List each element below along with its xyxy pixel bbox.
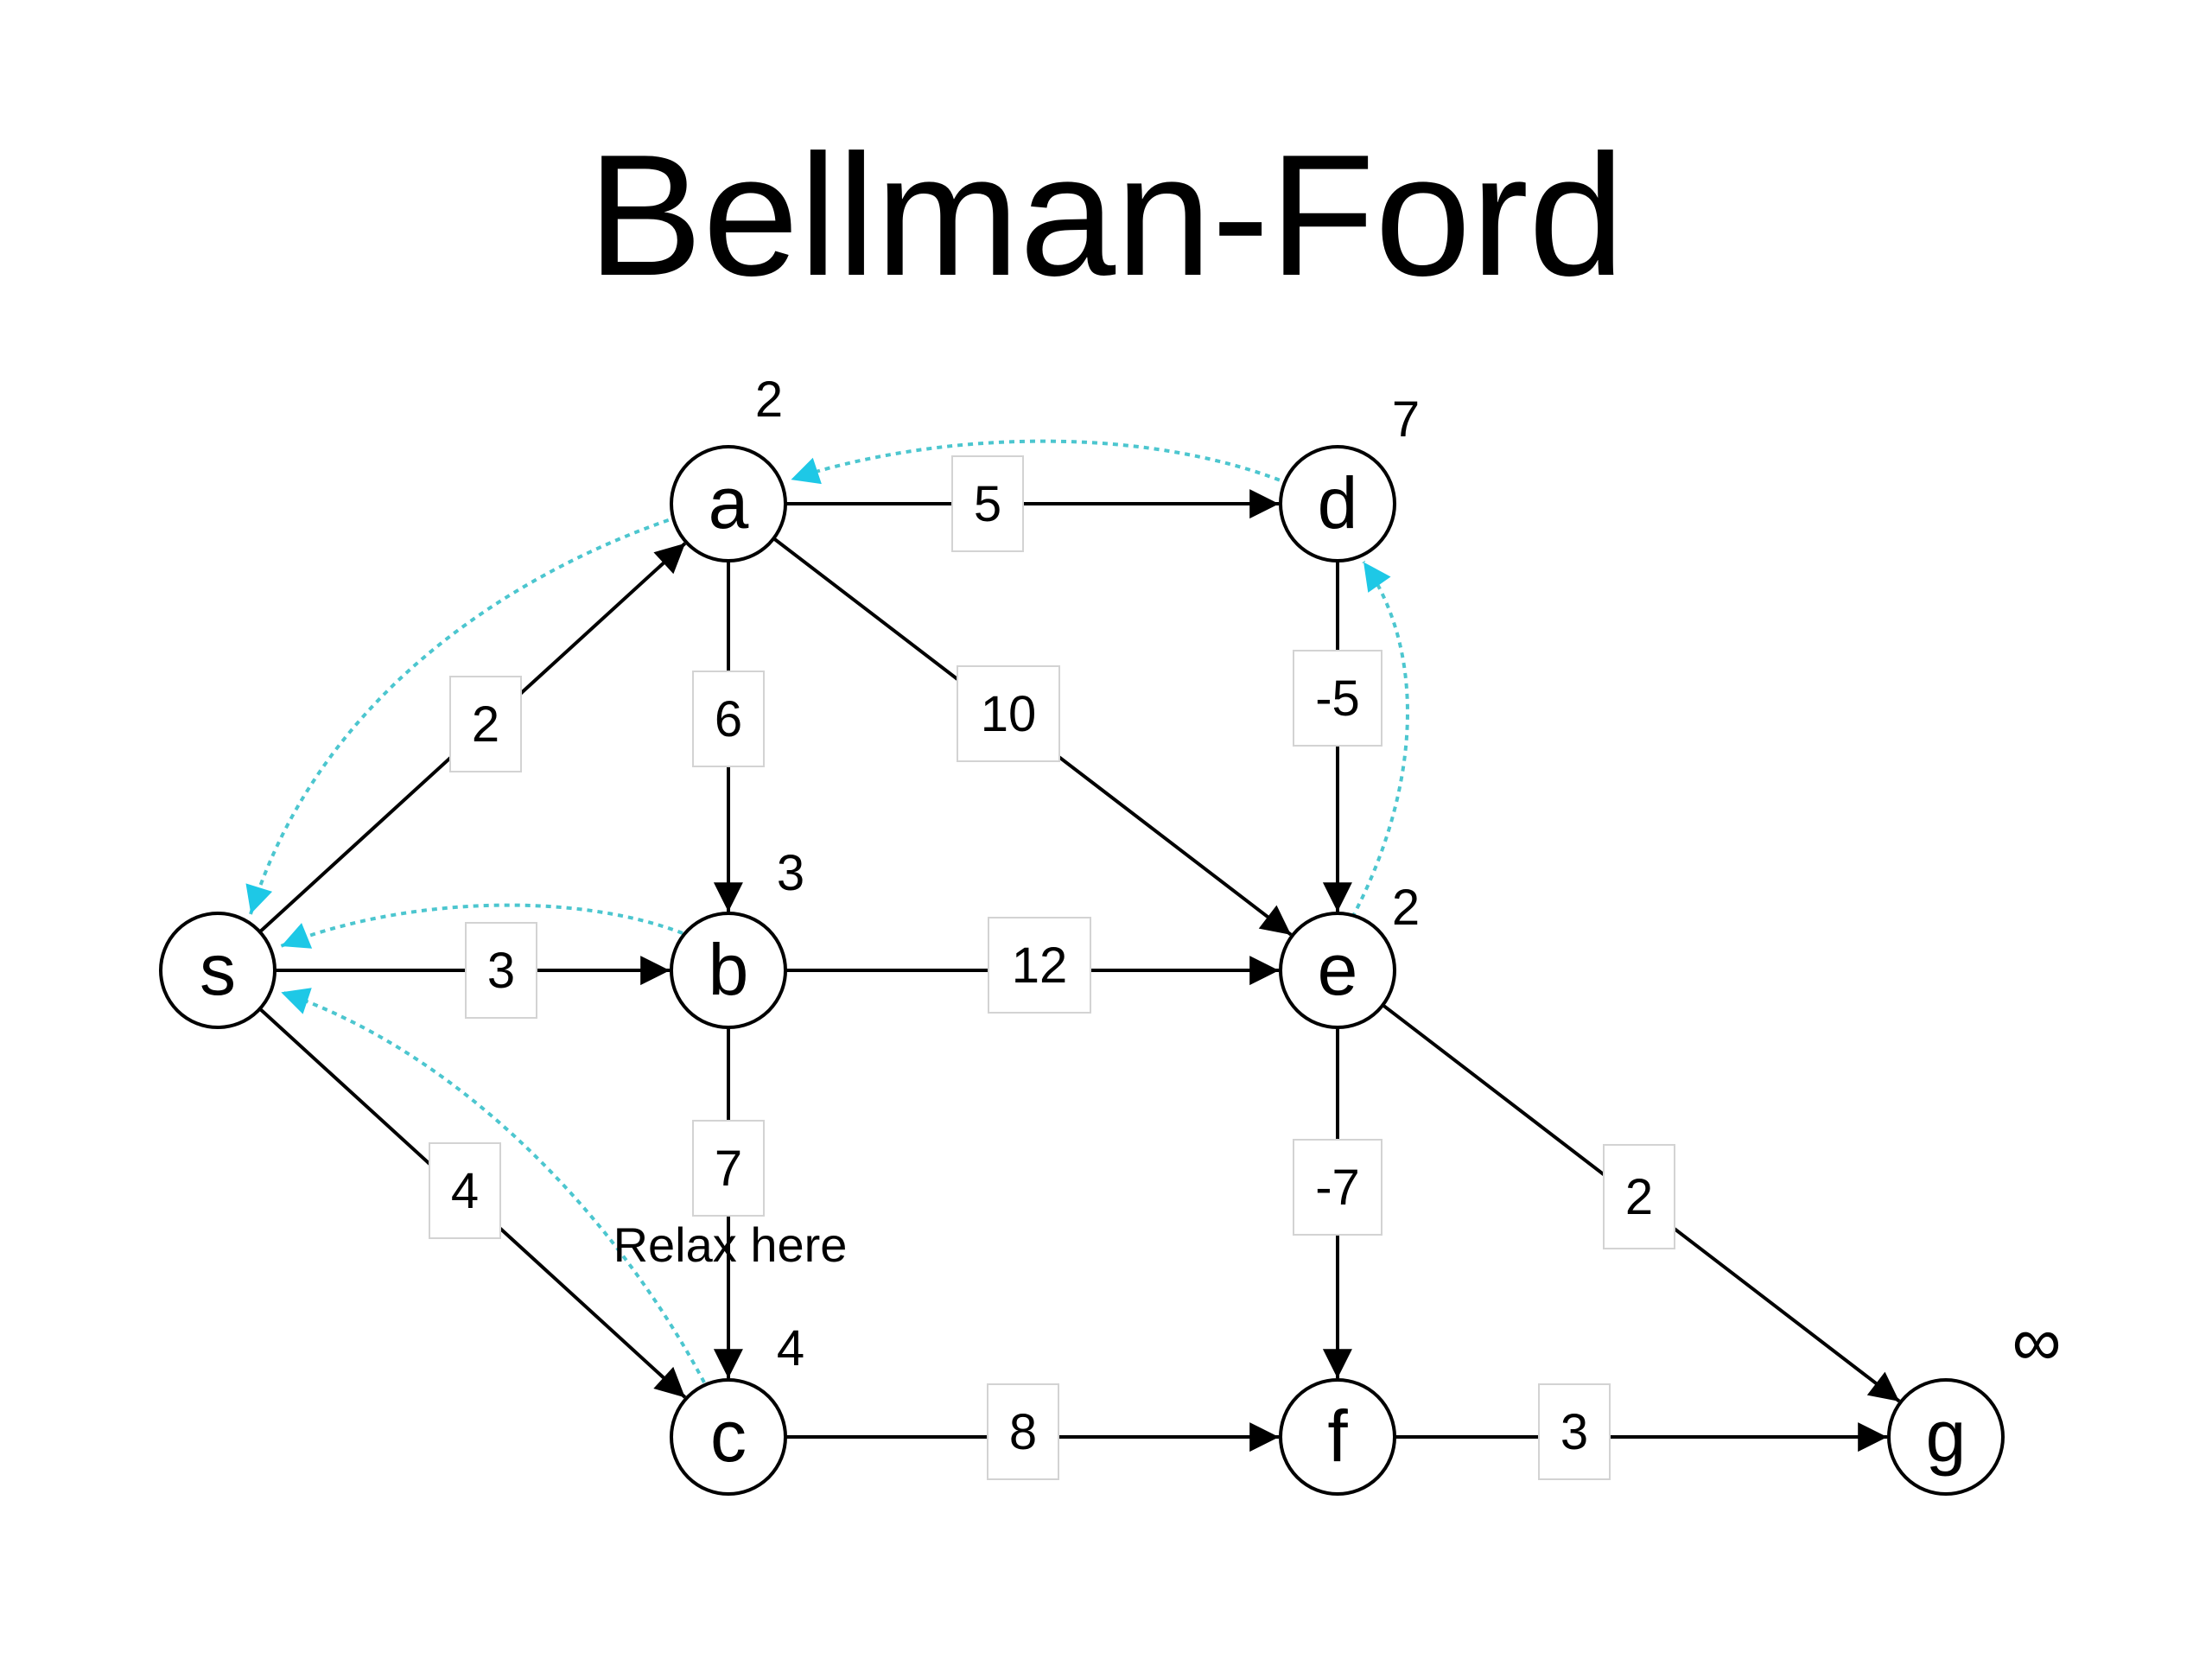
distance-label-b: 3 — [777, 845, 804, 901]
predecessor-arrow-b-s — [280, 903, 683, 949]
edge-weight-box — [1293, 650, 1382, 747]
node-c: c — [670, 1378, 787, 1496]
edge-weight-value: 8 — [1009, 1404, 1037, 1460]
distance-label-e: 2 — [1392, 880, 1420, 936]
edge-weight-box — [951, 455, 1024, 552]
node-s: s — [159, 912, 276, 1029]
node-label: f — [1327, 1395, 1348, 1477]
edge-weight-a-b: 6 — [692, 671, 765, 767]
distance-label-d: 7 — [1392, 391, 1420, 448]
distance-label-g: ∞ — [2012, 1303, 2061, 1380]
predecessor-arrow-d-a — [790, 439, 1290, 486]
edge-weight-box — [987, 1383, 1059, 1480]
edge-weight-s-c: 4 — [429, 1142, 501, 1239]
edge-weight-s-a: 2 — [449, 676, 522, 772]
edge-weight-value: 7 — [715, 1141, 742, 1197]
node-circle — [1279, 1378, 1396, 1496]
node-g: g — [1887, 1378, 2005, 1496]
node-label: g — [1926, 1395, 1967, 1477]
node-b: b — [670, 912, 787, 1029]
edge-weight-d-e: -5 — [1293, 650, 1382, 747]
edge-weights-layer: 2 3 4 5 6 10 12 7 -5 -7 2 8 3 — [429, 455, 1675, 1480]
edge-weight-e-g: 2 — [1603, 1144, 1675, 1249]
node-e: e — [1279, 912, 1396, 1029]
edge-weight-box — [692, 1120, 765, 1217]
node-circle — [1887, 1378, 2005, 1496]
node-circle — [670, 1378, 787, 1496]
edge-weight-value: -5 — [1315, 671, 1360, 727]
edge-weight-a-d: 5 — [951, 455, 1024, 552]
node-a: a — [670, 445, 787, 563]
edge-weight-value: 2 — [472, 696, 499, 753]
edge-weight-b-e: 12 — [988, 917, 1091, 1014]
edge-weight-box — [465, 922, 537, 1019]
edge-weight-box — [988, 917, 1091, 1014]
node-label: e — [1318, 929, 1358, 1010]
node-label: b — [709, 929, 749, 1010]
predecessor-arrow-a-s — [245, 515, 679, 915]
edge-weight-value: 4 — [451, 1163, 479, 1219]
edge-weight-box — [957, 665, 1060, 762]
distance-label-a: 2 — [755, 372, 783, 428]
edge-weight-box — [1603, 1144, 1675, 1249]
edge-weight-box — [429, 1142, 501, 1239]
edge-weight-value: 3 — [1560, 1404, 1588, 1460]
node-circle — [159, 912, 276, 1029]
node-f: f — [1279, 1378, 1396, 1496]
edge-weight-box — [1293, 1139, 1382, 1236]
distance-label-c: 4 — [777, 1320, 804, 1376]
predecessor-arrow-e-d — [1351, 560, 1409, 918]
edge-weight-s-b: 3 — [465, 922, 537, 1019]
node-label: c — [710, 1395, 747, 1477]
edge-weight-a-e: 10 — [957, 665, 1060, 762]
node-circle — [1279, 912, 1396, 1029]
node-circle — [670, 445, 787, 563]
node-circle — [1279, 445, 1396, 563]
edge-weight-value: 6 — [715, 691, 742, 747]
node-label: s — [200, 929, 236, 1010]
predecessor-arrows-layer — [245, 439, 1409, 1383]
edge-weight-box — [692, 671, 765, 767]
edge-weight-value: 3 — [487, 943, 515, 999]
edge-weight-value: 2 — [1625, 1169, 1653, 1225]
node-label: a — [709, 462, 749, 543]
edge-weight-value: 12 — [1012, 938, 1068, 994]
node-d: d — [1279, 445, 1396, 563]
slide-title: Bellman-Ford — [587, 119, 1625, 312]
edge-weight-f-g: 3 — [1538, 1383, 1611, 1480]
edge-weight-b-c: 7 — [692, 1120, 765, 1217]
edge-weight-c-f: 8 — [987, 1383, 1059, 1480]
edge-weight-box — [1538, 1383, 1611, 1480]
distance-labels-layer: 2 3 4 7 2 ∞ — [755, 372, 2062, 1380]
nodes-layer: s a b c d e f g — [159, 445, 2005, 1496]
node-circle — [670, 912, 787, 1029]
edge-weight-value: -7 — [1315, 1160, 1360, 1216]
predecessor-arrow-c-s — [280, 988, 706, 1383]
edge-weight-box — [449, 676, 522, 772]
node-label: d — [1318, 462, 1358, 543]
edge-weight-value: 10 — [981, 686, 1037, 742]
edge-weight-e-f: -7 — [1293, 1139, 1382, 1236]
relax-here-annotation: Relax here — [613, 1217, 848, 1272]
edge-weight-value: 5 — [974, 476, 1001, 532]
